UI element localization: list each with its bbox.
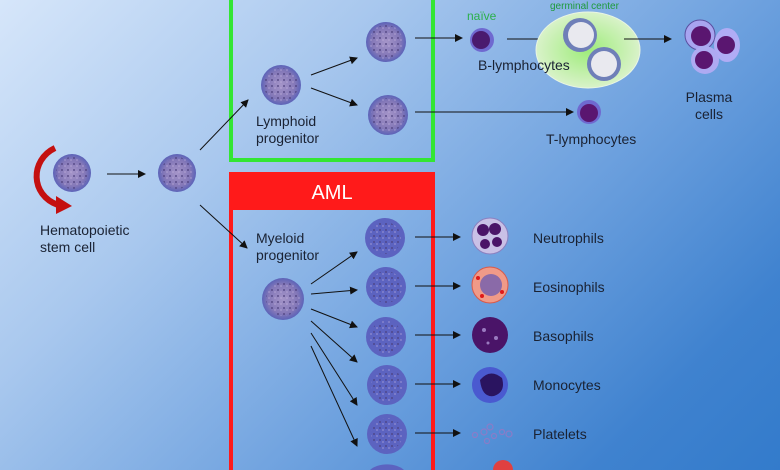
platelets-label: Platelets xyxy=(533,426,587,442)
b-lymphocytes-label: B-lymphocytes xyxy=(478,57,570,73)
neutrophil-icon xyxy=(471,217,509,255)
eosinophils-label: Eosinophils xyxy=(533,279,605,295)
plasma-cells-label: Plasma cells xyxy=(684,89,734,123)
arrow xyxy=(310,251,358,285)
plasma-cells-label-line: Plasma xyxy=(685,89,733,105)
stem-cell xyxy=(53,154,91,192)
lymphoid-progenitor-label: Lymphoid progenitor xyxy=(256,113,319,147)
myeloid-progenitor-label: Myeloid progenitor xyxy=(256,230,319,264)
arrow xyxy=(310,345,358,447)
eosinophil-icon xyxy=(471,266,509,304)
myeloid-precursor-cell xyxy=(367,365,407,405)
arrow xyxy=(310,87,358,107)
naive-b-cell-icon xyxy=(470,28,494,52)
multipotent-progenitor-cell xyxy=(158,154,196,192)
stem-cell-label-line: stem cell xyxy=(40,239,96,255)
stem-cell-label: Hematopoietic stem cell xyxy=(40,222,130,256)
aml-box-title: AML xyxy=(231,174,433,210)
erythrocyte-icon xyxy=(493,460,513,470)
myeloid-precursor-cell xyxy=(366,267,406,307)
t-lymphocytes-label: T-lymphocytes xyxy=(546,131,637,147)
myeloid-precursor-cell xyxy=(366,317,406,357)
basophils-label: Basophils xyxy=(533,328,594,344)
myeloid-progenitor-label-line: Myeloid xyxy=(256,230,305,246)
myeloid-progenitor-label-line: progenitor xyxy=(256,247,320,263)
lymphoid-progenitor-label-line: Lymphoid xyxy=(256,113,317,129)
arrow xyxy=(310,320,358,363)
basophil-icon xyxy=(472,317,508,353)
myeloid-precursor-cell xyxy=(367,414,407,454)
self-renewal-arrow-icon xyxy=(33,145,60,208)
monocytes-label: Monocytes xyxy=(533,377,601,393)
arrow xyxy=(310,286,358,295)
lymphoid-progenitor-label-line: progenitor xyxy=(256,130,320,146)
platelets-icon xyxy=(471,423,513,445)
myeloid-precursor-cell xyxy=(365,218,405,258)
monocyte-icon xyxy=(472,367,508,403)
arrow xyxy=(310,56,358,76)
lymphoid-progenitor-cell xyxy=(261,65,301,105)
neutrophils-label: Neutrophils xyxy=(533,230,604,246)
t-precursor-cell xyxy=(368,95,408,135)
self-renewal-arrowhead-icon xyxy=(56,196,72,214)
arrow xyxy=(310,332,358,406)
naive-label: naïve xyxy=(467,9,497,23)
myeloid-progenitor-cell xyxy=(262,278,304,320)
arrow xyxy=(199,204,248,249)
lymphoid-box xyxy=(229,0,435,162)
arrow xyxy=(199,99,249,151)
germinal-center-cell xyxy=(563,18,621,81)
b-precursor-cell xyxy=(366,22,406,62)
germinal-center-label: germinal center xyxy=(550,1,619,12)
plasma-cells-label-line: cells xyxy=(694,106,723,122)
plasma-cells-icon xyxy=(684,19,740,74)
t-lymphocyte-icon xyxy=(577,100,601,124)
myeloid-precursor-cell xyxy=(370,464,404,470)
arrow xyxy=(310,308,358,329)
stem-cell-label-line: Hematopoietic xyxy=(40,222,130,238)
